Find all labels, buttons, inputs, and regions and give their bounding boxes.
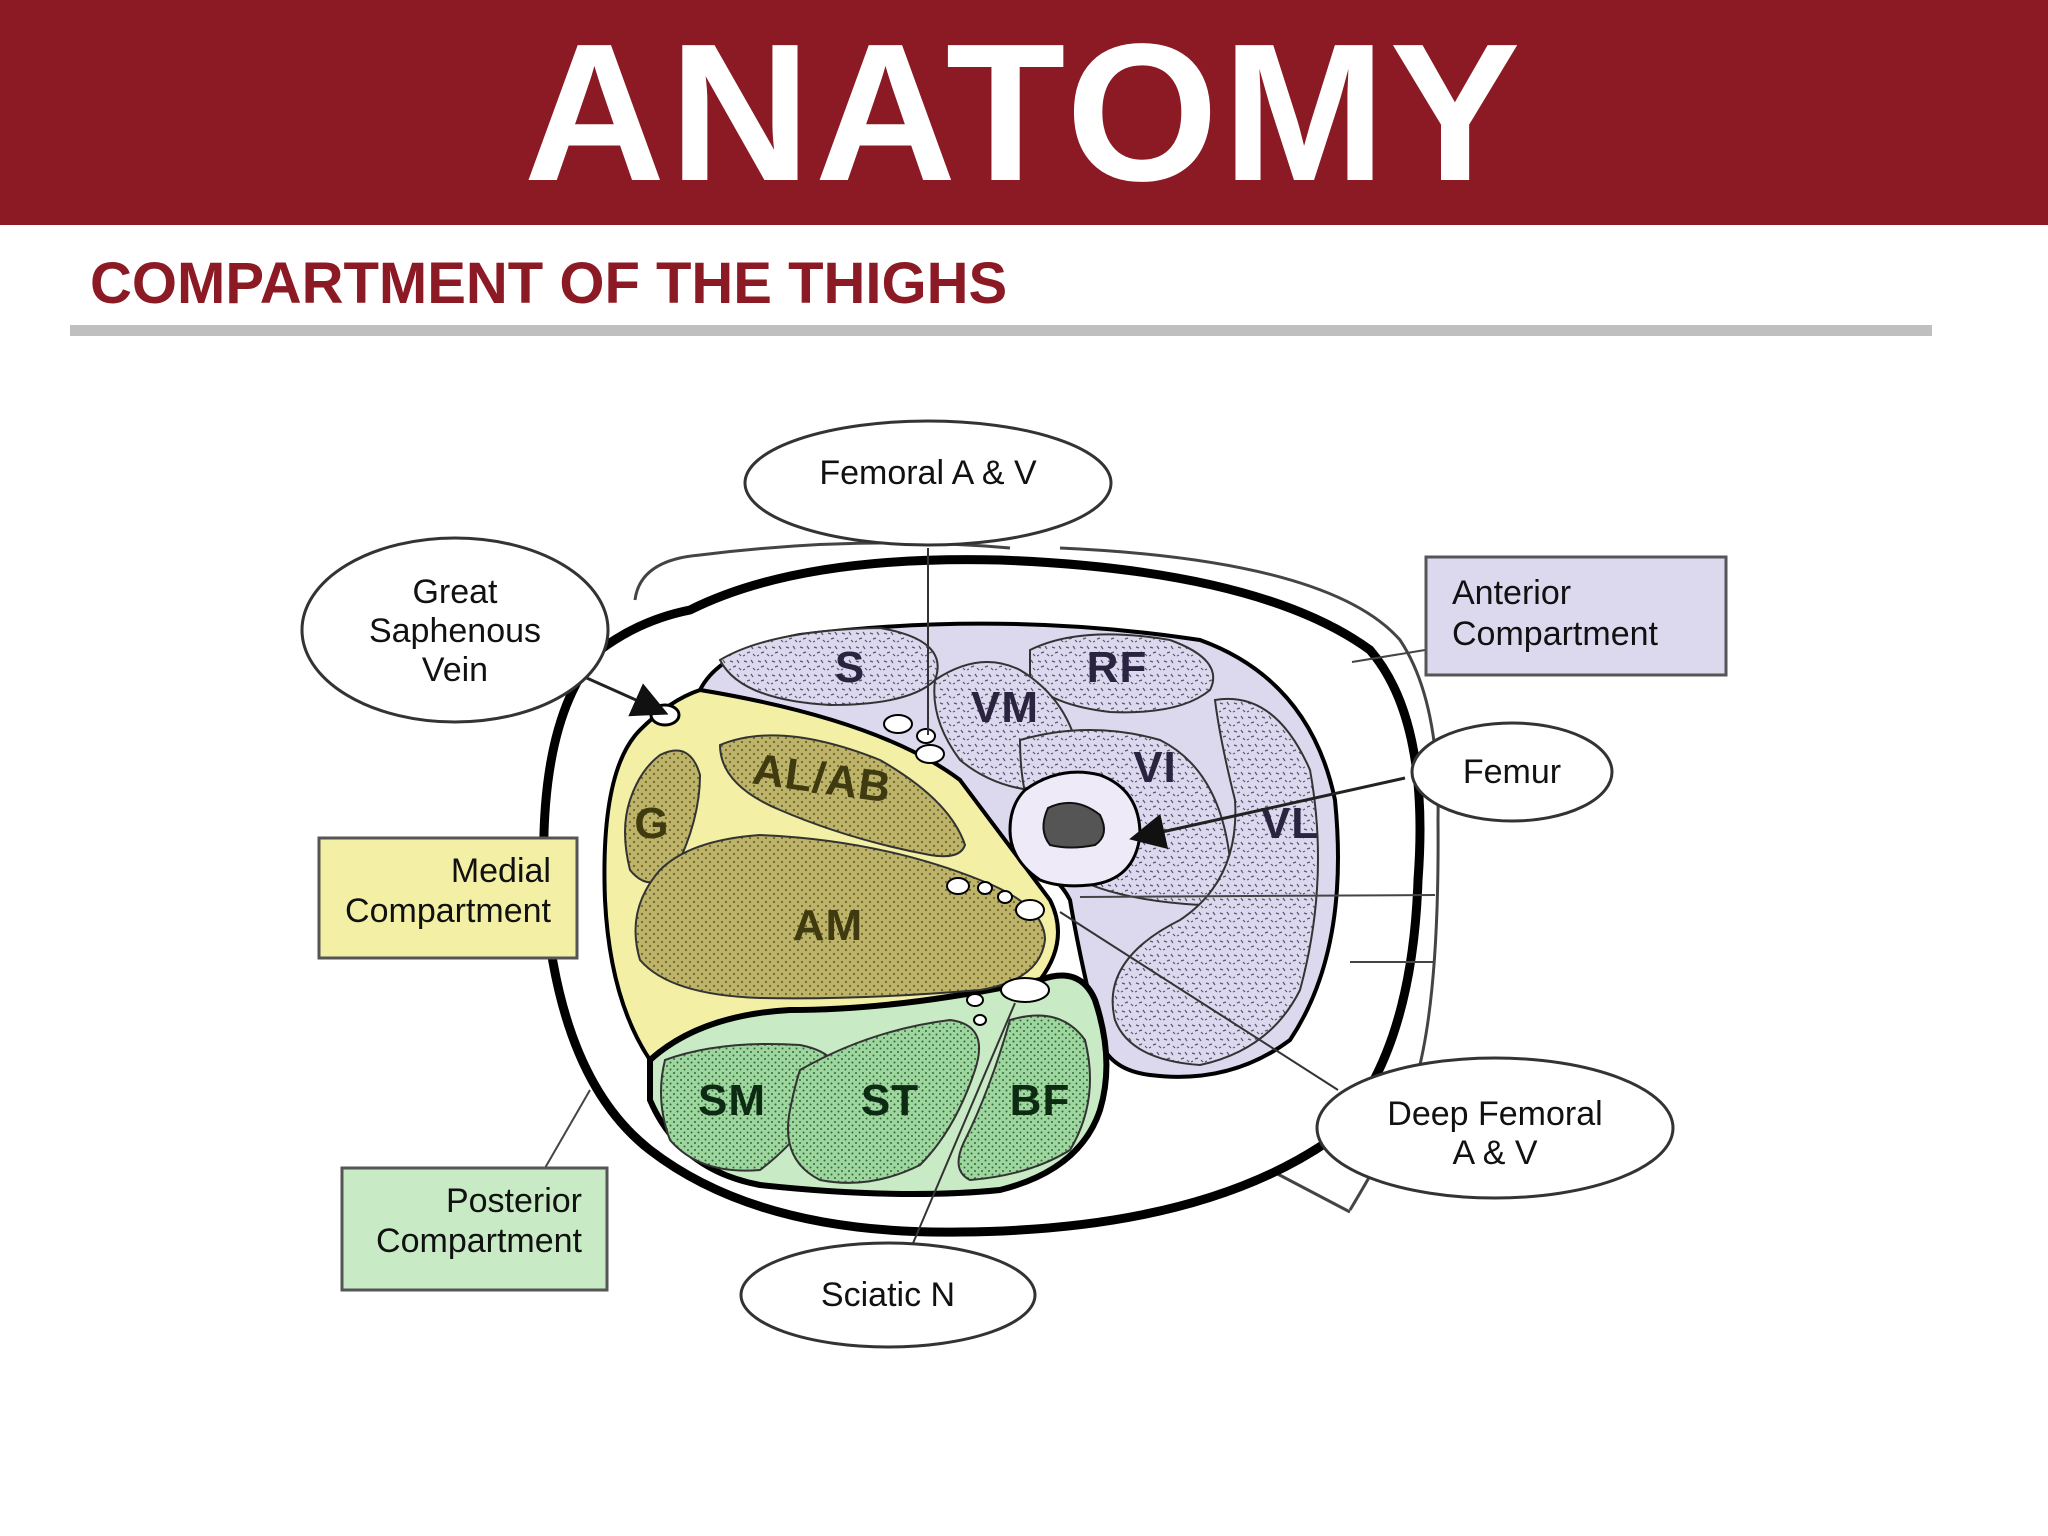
deep-femoral-vessel xyxy=(977,881,993,895)
femoral-vessel xyxy=(883,714,913,734)
callout-femoral-av xyxy=(743,419,1113,547)
muscle-rectus-femoris xyxy=(1029,633,1215,714)
page-subtitle: COMPARTMENT OF THE THIGHS xyxy=(90,251,1008,316)
label-rf: RF xyxy=(1087,643,1148,692)
page-title: ANATOMY xyxy=(523,3,1525,222)
callout-deep-femoral-l2: A & V xyxy=(1452,1134,1537,1172)
label-am: AM xyxy=(793,901,863,950)
callout-medial-compartment xyxy=(317,836,579,960)
leader-line xyxy=(1079,894,1436,898)
femur-marrow xyxy=(1042,801,1105,849)
label-vm: VM xyxy=(971,683,1039,732)
callout-sciatic-text: Sciatic N xyxy=(821,1276,955,1314)
muscle-adductor-magnus xyxy=(634,833,1047,1000)
callout-anterior-l1: Anterior xyxy=(1452,574,1571,612)
callout-anterior-l2: Compartment xyxy=(1452,615,1659,653)
posterior-vessel xyxy=(973,1014,987,1026)
deep-femoral-vessel xyxy=(997,890,1013,904)
callout-posterior-l1: Posterior xyxy=(446,1182,582,1220)
callout-great-saphenous-l1: Great xyxy=(412,573,498,611)
callout-sciatic-nerve xyxy=(739,1241,1037,1349)
callout-posterior-l2: Compartment xyxy=(376,1222,583,1260)
leader-line xyxy=(1129,776,1406,850)
femoral-vessel xyxy=(915,744,945,764)
callout-deep-femoral-l1: Deep Femoral xyxy=(1387,1095,1602,1133)
callout-femur xyxy=(1410,721,1614,823)
label-vl: VL xyxy=(1261,799,1319,848)
callout-anterior-compartment xyxy=(1424,555,1728,677)
femoral-vessel xyxy=(916,728,936,744)
label-s: S xyxy=(835,643,865,692)
label-bf: BF xyxy=(1010,1076,1071,1125)
muscle-biceps-femoris xyxy=(957,1014,1091,1182)
divider xyxy=(70,325,1932,336)
deep-femoral-vessel xyxy=(946,877,970,895)
sciatic-nerve xyxy=(1000,977,1050,1003)
leader-line xyxy=(1059,911,1339,1091)
callout-deep-femoral-av xyxy=(1315,1056,1675,1200)
label-sm: SM xyxy=(698,1076,766,1125)
leader-line xyxy=(1351,649,1426,663)
muscle-semitendinosus xyxy=(787,1018,980,1184)
label-st: ST xyxy=(861,1076,919,1125)
callout-medial-l1: Medial xyxy=(451,852,551,890)
label-vi: VI xyxy=(1133,743,1177,792)
label-g: G xyxy=(634,799,669,848)
callout-great-saphenous-l3: Vein xyxy=(422,651,488,689)
deep-femoral-vessel xyxy=(1015,899,1045,921)
callout-femoral-av-text: Femoral A & V xyxy=(819,454,1037,492)
callout-femur-text: Femur xyxy=(1463,753,1561,791)
header-bar xyxy=(0,0,2048,225)
leader-line xyxy=(544,1089,591,1169)
muscle-adductor-longus-brevis xyxy=(718,734,967,858)
leader-line xyxy=(907,1002,1016,1256)
callout-medial-l2: Compartment xyxy=(345,892,552,930)
leader-line xyxy=(579,673,669,717)
muscle-vastus-lateralis xyxy=(1111,697,1319,1067)
callout-great-saphenous-vein xyxy=(300,536,610,724)
callout-posterior-compartment xyxy=(340,1166,609,1292)
callout-great-saphenous-l2: Saphenous xyxy=(369,612,541,650)
outer-fascia-line xyxy=(1269,1168,1351,1214)
posterior-vessel xyxy=(966,993,984,1007)
